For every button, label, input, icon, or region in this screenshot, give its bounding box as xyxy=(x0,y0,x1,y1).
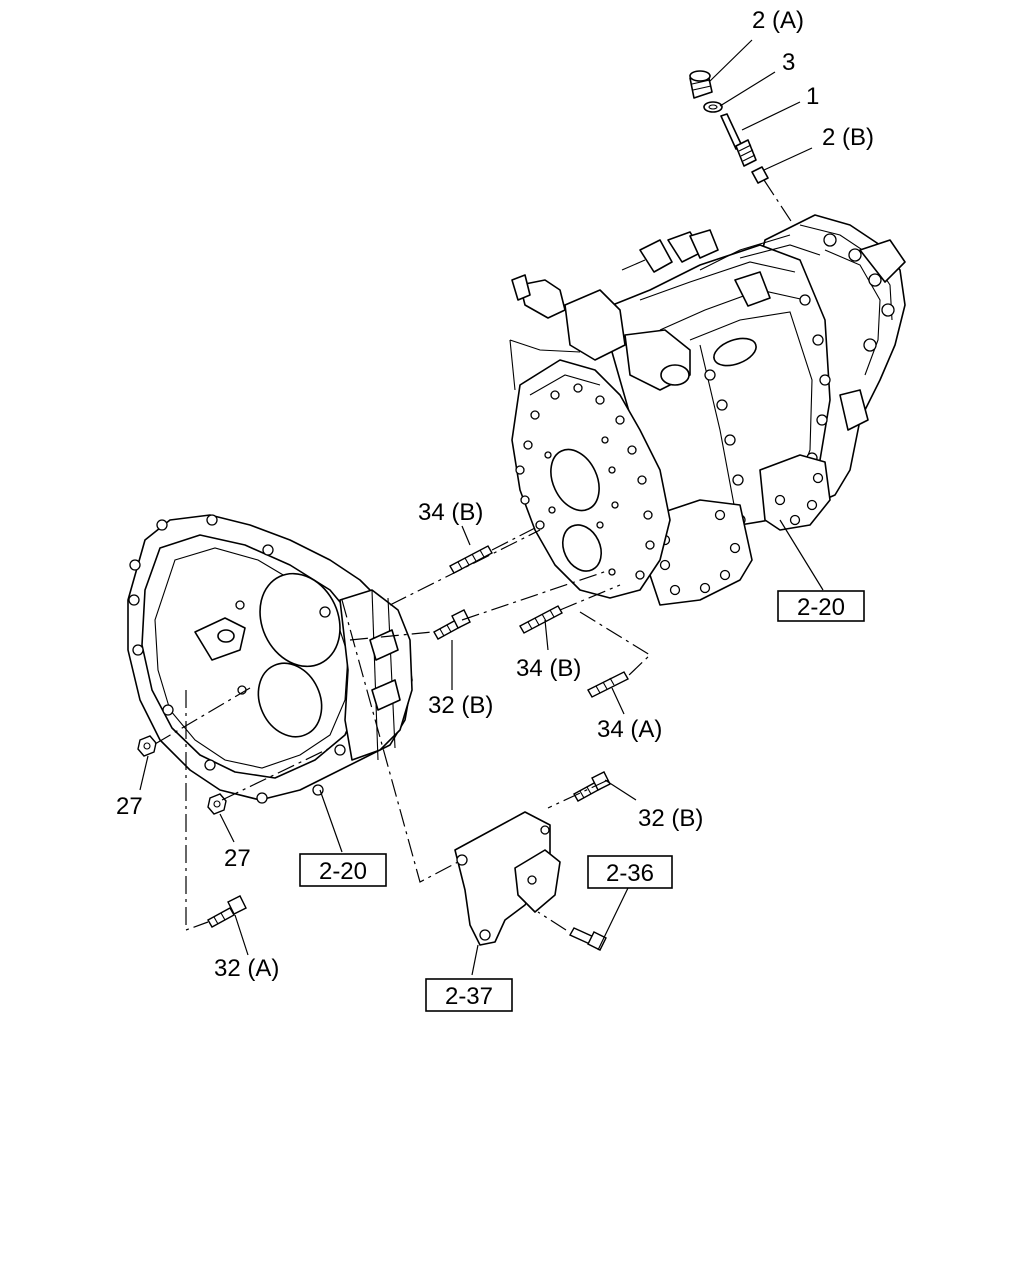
stud-34b-upper xyxy=(449,545,493,574)
leader-lines xyxy=(139,39,824,976)
ref-label-2-20-left: 2-20 xyxy=(319,858,367,885)
speedometer-sleeve-plug xyxy=(689,70,713,99)
label-27-lower: 27 xyxy=(224,845,251,872)
bolt-32a xyxy=(207,895,247,928)
label-1: 1 xyxy=(806,83,819,110)
label-34b-upper: 34 (B) xyxy=(418,499,483,526)
ref-box-2-36[interactable]: 2-36 xyxy=(587,855,673,889)
gear-sleeve xyxy=(751,166,769,184)
reference-boxes: 2-20 2-20 2-36 2-37 xyxy=(299,590,865,1012)
center-lines xyxy=(154,527,651,931)
label-2b: 2 (B) xyxy=(822,124,874,151)
stud-34a xyxy=(587,671,629,698)
label-2a: 2 (A) xyxy=(752,7,804,34)
label-32b-right: 32 (B) xyxy=(638,805,703,832)
o-ring xyxy=(703,101,723,113)
ref-box-2-20-right[interactable]: 2-20 xyxy=(777,590,865,622)
bolt-32b-right xyxy=(573,771,611,802)
stud-34b-lower xyxy=(519,605,563,634)
ref-label-2-20-right: 2-20 xyxy=(797,594,845,621)
nut-27-left xyxy=(137,735,157,757)
speedometer-driven-gear xyxy=(720,113,757,167)
part-number-labels: 2 (A) 3 1 2 (B) 34 (B) 34 (B) 32 (B) 34 … xyxy=(116,7,874,982)
bolt-32b-center xyxy=(433,609,471,640)
label-27-left: 27 xyxy=(116,793,143,820)
nut-27-lower xyxy=(207,793,227,815)
transmission-case xyxy=(509,214,906,606)
label-32a: 32 (A) xyxy=(214,955,279,982)
ref-box-2-20-left[interactable]: 2-20 xyxy=(299,853,387,887)
ref-label-2-37: 2-37 xyxy=(445,983,493,1010)
label-34b-lower: 34 (B) xyxy=(516,655,581,682)
label-3: 3 xyxy=(782,49,795,76)
mounting-bracket xyxy=(454,811,561,946)
label-32b-center: 32 (B) xyxy=(428,692,493,719)
ref-box-2-37[interactable]: 2-37 xyxy=(425,978,513,1012)
label-34a: 34 (A) xyxy=(597,716,662,743)
bolt-bracket xyxy=(569,927,607,951)
ref-label-2-36: 2-36 xyxy=(606,860,654,887)
clutch-housing xyxy=(127,514,413,804)
